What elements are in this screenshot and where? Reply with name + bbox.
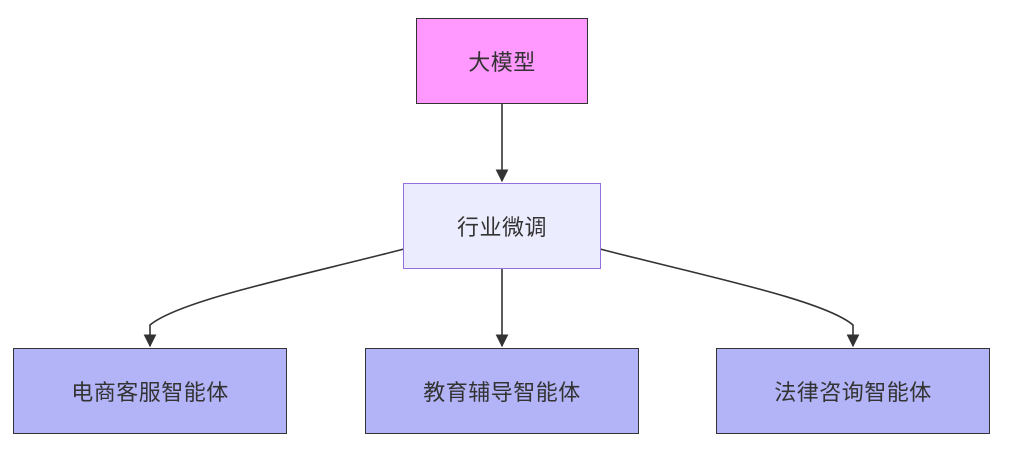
node-label: 大模型: [468, 51, 536, 76]
node-large-model: 大模型: [416, 18, 588, 104]
node-ecommerce-agent: 电商客服智能体: [13, 348, 287, 434]
node-legal-agent: 法律咨询智能体: [716, 348, 990, 434]
node-label: 教育辅导智能体: [423, 381, 581, 406]
edge-middle-to-leaf-0: [143, 248, 405, 348]
node-education-agent: 教育辅导智能体: [365, 348, 639, 434]
node-label: 法律咨询智能体: [774, 381, 932, 406]
node-label: 电商客服智能体: [71, 381, 229, 406]
node-label: 行业微调: [456, 216, 547, 241]
edge-middle-to-leaf-2: [599, 248, 860, 348]
node-industry-finetune: 行业微调: [403, 183, 601, 269]
